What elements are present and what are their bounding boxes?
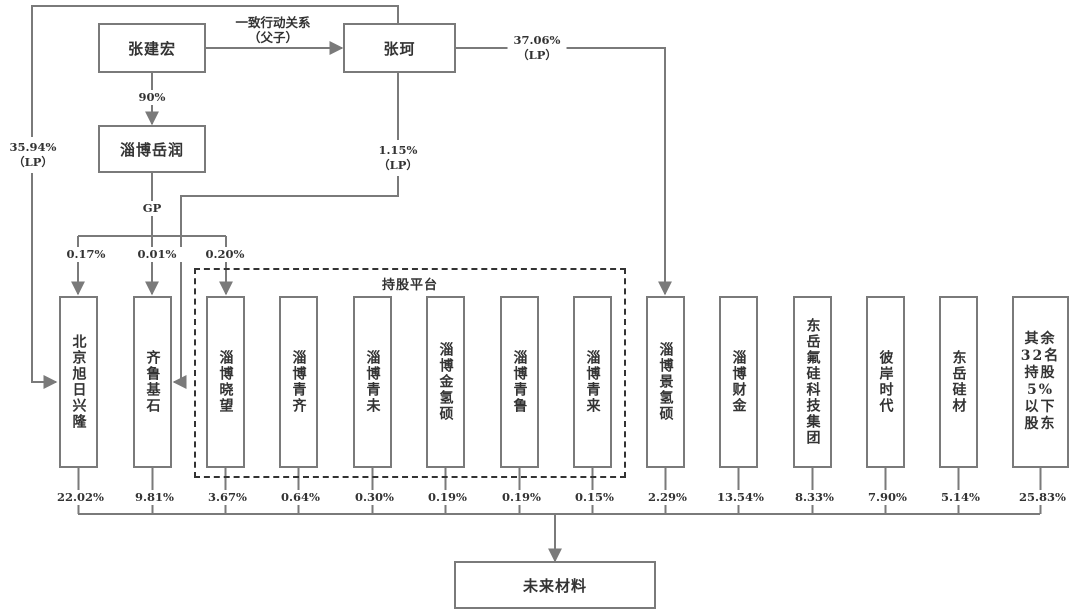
- shareholder-share: 8.33%: [791, 490, 838, 505]
- shareholder-box[interactable]: 齐鲁基石: [133, 296, 172, 468]
- shareholder-share: 2.29%: [644, 490, 691, 505]
- shareholder-name: 北京旭日兴隆: [70, 334, 87, 430]
- concert-party-note: （父子）: [247, 30, 299, 45]
- shareholder-name: 淄博青齐: [290, 350, 307, 414]
- shareholder-box[interactable]: 淄博财金: [719, 296, 758, 468]
- share-value: 1.15%: [378, 143, 418, 157]
- shareholder-name: 彼岸时代: [877, 350, 894, 414]
- holding-platform-dashed-box: [194, 268, 626, 478]
- entity-zhang-jianhong[interactable]: 张建宏: [98, 23, 206, 73]
- concert-party-text: 一致行动关系: [235, 15, 311, 30]
- shareholder-share: 0.64%: [277, 490, 324, 505]
- share-type: （LP）: [13, 155, 53, 169]
- ke-jingqingshuo-share: 37.06% （LP）: [507, 33, 567, 63]
- shareholder-share: 0.30%: [351, 490, 398, 505]
- shareholder-box[interactable]: 淄博景氢硕: [646, 296, 685, 468]
- shareholder-box[interactable]: 淄博青齐: [279, 296, 318, 468]
- shareholder-name: 淄博青鲁: [511, 350, 528, 414]
- shareholder-share: 13.54%: [713, 490, 768, 505]
- shareholder-share: 0.19%: [498, 490, 545, 505]
- gp-qilu-share: 0.01%: [131, 247, 183, 262]
- shareholder-name: 淄博景氢硕: [657, 342, 674, 422]
- target-company-label: 未来材料: [522, 576, 587, 595]
- shareholder-share: 7.90%: [864, 490, 911, 505]
- shareholder-name: 东岳硅材: [950, 350, 967, 414]
- holding-platform-title: 持股平台: [381, 278, 439, 293]
- entity-label: 张珂: [383, 39, 416, 58]
- shareholder-box[interactable]: 淄博青鲁: [500, 296, 539, 468]
- shareholder-box[interactable]: 彼岸时代: [866, 296, 905, 468]
- shareholder-share: 25.83%: [1015, 490, 1070, 505]
- entity-label: 淄博岳润: [119, 140, 184, 159]
- shareholder-box[interactable]: 淄博晓望: [206, 296, 245, 468]
- jianhong-yuerun-share: 90%: [130, 90, 174, 105]
- entity-zibo-yuerun[interactable]: 淄博岳润: [98, 125, 206, 173]
- gp-label: GP: [132, 201, 172, 216]
- share-type: （LP）: [378, 158, 418, 172]
- concert-party-label: 一致行动关系 （父子）: [235, 15, 310, 45]
- target-company[interactable]: 未来材料: [454, 561, 656, 609]
- shareholder-share: 9.81%: [131, 490, 178, 505]
- share-value: 35.94%: [9, 140, 57, 154]
- entity-zhang-ke[interactable]: 张珂: [343, 23, 456, 73]
- shareholder-box[interactable]: 北京旭日兴隆: [59, 296, 98, 468]
- shareholder-share: 0.19%: [424, 490, 471, 505]
- shareholder-name: 淄博财金: [730, 350, 747, 414]
- shareholder-name: 淄博金氢硕: [437, 342, 454, 422]
- shareholder-share: 0.15%: [571, 490, 618, 505]
- shareholder-share: 22.02%: [53, 490, 108, 505]
- gp-xiaowang-share: 0.20%: [199, 247, 251, 262]
- ke-qilu-share: 1.15% （LP）: [372, 140, 424, 176]
- share-value: 37.06%: [513, 33, 561, 47]
- shareholder-name: 淄博青来: [584, 350, 601, 414]
- gp-beijing-share: 0.17%: [60, 247, 112, 262]
- shareholder-name: 齐鲁基石: [144, 350, 161, 414]
- ke-beijing-line: [31, 5, 399, 389]
- shareholder-box[interactable]: 淄博青来: [573, 296, 612, 468]
- shareholder-name: 淄博晓望: [217, 350, 234, 414]
- shareholder-share: 3.67%: [204, 490, 251, 505]
- shareholder-box[interactable]: 东岳硅材: [939, 296, 978, 468]
- shareholder-box[interactable]: 淄博金氢硕: [426, 296, 465, 468]
- shareholder-name: 东岳氟硅科技集团: [804, 318, 821, 446]
- shareholder-box[interactable]: 淄博青未: [353, 296, 392, 468]
- ke-jingqingshuo-line: [455, 47, 672, 296]
- shareholder-box[interactable]: 东岳氟硅科技集团: [793, 296, 832, 468]
- share-type: （LP）: [517, 48, 557, 62]
- jianhong-beijing-share: 35.94% （LP）: [5, 137, 61, 173]
- shareholder-name: 淄博青未: [364, 350, 381, 414]
- shareholder-share: 5.14%: [937, 490, 984, 505]
- entity-label: 张建宏: [127, 39, 176, 58]
